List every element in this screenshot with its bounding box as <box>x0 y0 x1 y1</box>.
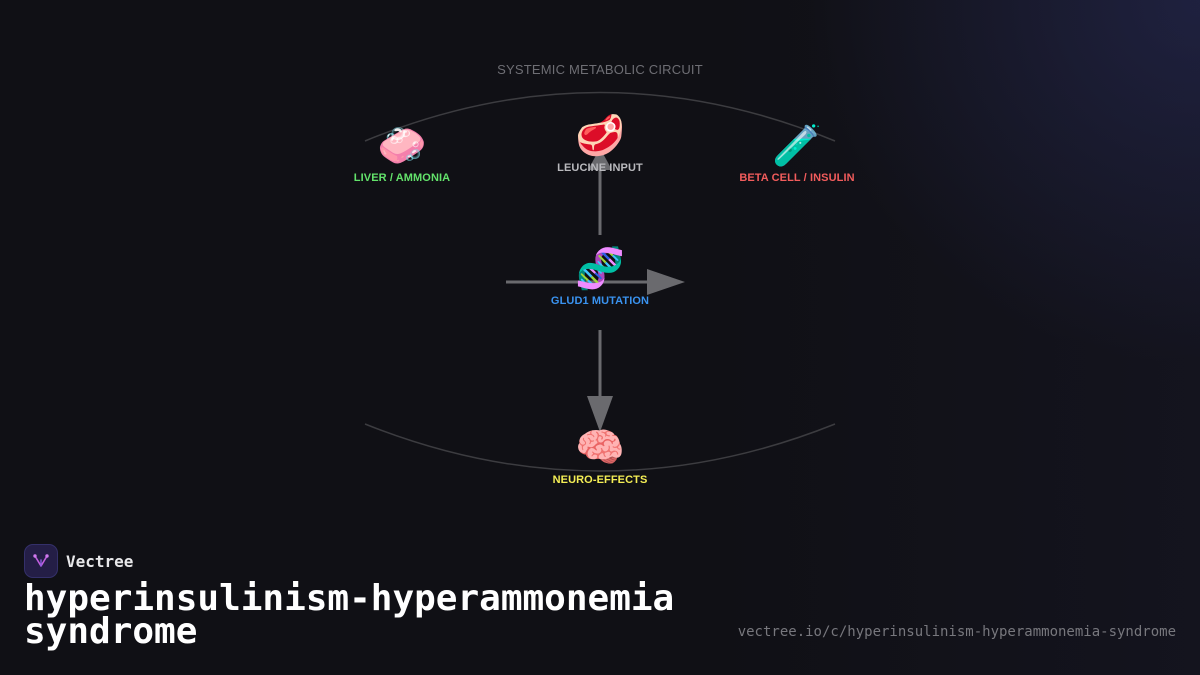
circuit-top-arc <box>364 91 836 142</box>
circuit-bottom-arc <box>364 423 836 472</box>
meat-icon: 🥩 <box>575 113 625 159</box>
page-title: hyperinsulinism-hyperammonemia syndrome <box>24 578 675 652</box>
dna-icon: 🧬 <box>575 246 625 292</box>
node-glud1-mutation: 🧬 GLUD1 MUTATION <box>510 245 690 307</box>
arrow-down-head <box>587 396 613 432</box>
node-beta-cell-insulin: 🧪 BETA CELL / INSULIN <box>707 122 887 184</box>
node-liver-ammonia: 🧼 LIVER / AMMONIA <box>312 122 492 184</box>
arrow-up-head <box>588 148 612 170</box>
node-label-leucine: LEUCINE INPUT <box>557 162 643 174</box>
soap-icon: 🧼 <box>377 123 427 169</box>
node-leucine-input: 🥩 LEUCINE INPUT <box>510 112 690 174</box>
brand[interactable]: Vectree <box>24 544 133 578</box>
vectree-logo-icon <box>24 544 58 578</box>
node-label-beta-cell: BETA CELL / INSULIN <box>739 172 855 184</box>
brain-icon: 🧠 <box>575 425 625 471</box>
node-label-glud1: GLUD1 MUTATION <box>550 295 650 307</box>
node-label-neuro: NEURO-EFFECTS <box>552 474 648 486</box>
arrow-right-head <box>647 269 685 295</box>
brand-name: Vectree <box>66 551 134 571</box>
node-neuro-effects: 🧠 NEURO-EFFECTS <box>510 424 690 486</box>
test-tube-icon: 🧪 <box>772 123 822 169</box>
node-label-liver: LIVER / AMMONIA <box>353 172 451 184</box>
diagram-title: SYSTEMIC METABOLIC CIRCUIT <box>497 62 703 77</box>
page-url[interactable]: vectree.io/c/hyperinsulinism-hyperammone… <box>737 624 1176 640</box>
